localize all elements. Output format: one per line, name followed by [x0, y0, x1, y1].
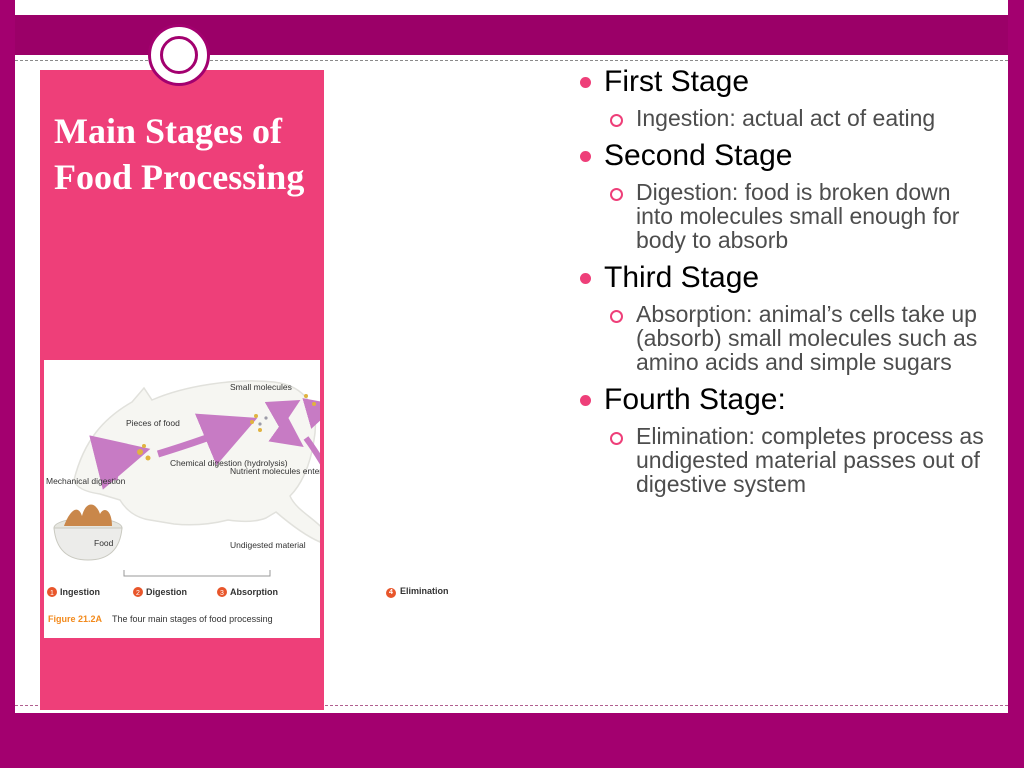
stage-detail: Ingestion: actual act of eating	[578, 106, 988, 130]
bullet-dot-icon	[580, 395, 591, 406]
ingestion-arrow	[89, 435, 151, 490]
stage-item: Fourth Stage: Elimination: completes pro…	[578, 382, 988, 496]
svg-text:Ingestion: Ingestion	[60, 587, 100, 597]
top-dashed-divider	[15, 60, 1008, 61]
label-pieces-of-food: Pieces of food	[126, 418, 180, 428]
absorption-arrow-2	[268, 415, 304, 447]
bullet-ring-icon	[610, 114, 623, 127]
digestion-illustration: Pieces of food Small molecules Chemical …	[46, 380, 320, 597]
stage-heading-text: Fourth Stage:	[604, 383, 786, 416]
bullet-ring-icon	[610, 188, 623, 201]
slide-title: Main Stages of Food Processing	[54, 111, 305, 197]
bullet-ring-icon	[610, 432, 623, 445]
stage-detail-text: Digestion: food is broken down into mole…	[636, 179, 960, 253]
svg-text:2: 2	[136, 590, 140, 597]
circle-ornament-icon	[148, 24, 210, 86]
absorption-arrow-3	[302, 398, 320, 429]
stage-heading: Fourth Stage:	[578, 382, 988, 418]
stages-list: First Stage Ingestion: actual act of eat…	[578, 64, 988, 504]
label-undigested-material: Undigested material	[230, 540, 306, 550]
molecule-dots	[137, 394, 316, 461]
stage-item: Second Stage Digestion: food is broken d…	[578, 138, 988, 252]
bottom-dashed-divider	[15, 705, 1008, 706]
digestion-arrow	[156, 413, 258, 466]
bullet-dot-icon	[580, 77, 591, 88]
stage-detail-text: Absorption: animal’s cells take up (abso…	[636, 301, 978, 375]
absorption-arrow-1	[264, 400, 301, 430]
step-elimination-number: 4	[386, 588, 396, 598]
svg-text:Absorption: Absorption	[230, 587, 278, 597]
step-elimination-label: Elimination	[400, 586, 449, 596]
figure-caption: Figure 21.2A The four main stages of food…	[48, 614, 338, 624]
svg-text:3: 3	[220, 590, 224, 597]
step-elimination: 4 Elimination	[386, 586, 449, 598]
stage-heading: First Stage	[578, 64, 988, 100]
label-nutrient-molecules: Nutrient molecules enter body cells	[230, 466, 320, 476]
digestion-bracket	[123, 570, 271, 577]
step-absorption: 3 Absorption	[217, 587, 278, 597]
right-frame-bar	[1008, 0, 1024, 768]
label-small-molecules: Small molecules	[230, 382, 292, 392]
stage-heading: Second Stage	[578, 138, 988, 174]
stage-detail-text: Elimination: completes process as undige…	[636, 423, 984, 497]
elimination-arrow	[303, 436, 320, 465]
figure-number: Figure 21.2A	[48, 614, 103, 624]
figure-caption-text: The four main stages of food processing	[112, 614, 273, 624]
bullet-ring-icon	[610, 310, 623, 323]
inner-circle-ornament	[160, 36, 198, 74]
label-chemical-digestion: Chemical digestion (hydrolysis)	[170, 458, 288, 468]
stage-detail-text: Ingestion: actual act of eating	[636, 105, 936, 131]
left-frame-bar	[0, 0, 15, 768]
stage-heading-text: First Stage	[604, 65, 750, 98]
stage-heading: Third Stage	[578, 260, 988, 296]
stage-detail: Absorption: animal’s cells take up (abso…	[578, 302, 988, 374]
stage-detail: Digestion: food is broken down into mole…	[578, 180, 988, 252]
step-ingestion: 1 Ingestion	[47, 587, 100, 597]
label-food: Food	[94, 538, 114, 548]
undigested-dots	[258, 416, 268, 426]
food-in-bowl	[64, 504, 112, 526]
stage-detail: Elimination: completes process as undige…	[578, 424, 988, 496]
step-digestion: 2 Digestion	[133, 587, 187, 597]
bullet-dot-icon	[580, 273, 591, 284]
stage-heading-text: Second Stage	[604, 139, 793, 172]
stage-item: First Stage Ingestion: actual act of eat…	[578, 64, 988, 130]
bottom-band	[15, 713, 1008, 768]
stage-heading-text: Third Stage	[604, 261, 760, 294]
digestion-figure: Pieces of food Small molecules Chemical …	[44, 360, 320, 638]
bullet-dot-icon	[580, 151, 591, 162]
svg-text:Digestion: Digestion	[146, 587, 187, 597]
label-mechanical-digestion: Mechanical digestion	[46, 476, 126, 486]
stage-item: Third Stage Absorption: animal’s cells t…	[578, 260, 988, 374]
svg-text:1: 1	[50, 590, 54, 597]
